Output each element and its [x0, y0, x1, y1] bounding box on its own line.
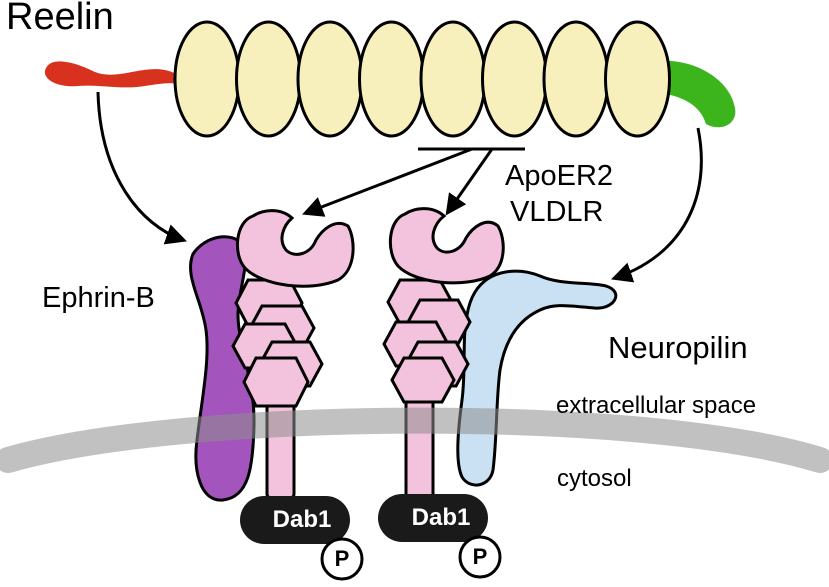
- receptor-right-hex-5: [390, 356, 456, 404]
- neuropilin-label: Neuropilin: [608, 330, 748, 365]
- arrow-reelin-to-ephrin: [96, 91, 187, 245]
- dab1-left-body: [240, 496, 350, 544]
- neuropilin-shape: [456, 269, 618, 487]
- dab1-left-label: Dab1: [272, 506, 332, 533]
- phospho-right-label: P: [472, 544, 488, 569]
- receptor-left-binding-cup: [235, 209, 355, 288]
- reelin-repeat-5: [419, 20, 487, 138]
- reelin-repeat-3: [296, 20, 364, 138]
- ephrin-b-label: Ephrin-B: [42, 282, 155, 314]
- reelin-repeat-7: [542, 20, 610, 138]
- extracellular-space-label: extracellular space: [556, 392, 757, 419]
- reelin-repeat-2: [235, 20, 302, 138]
- dab1-right-body: [378, 494, 488, 542]
- cytosol-label: cytosol: [557, 465, 632, 492]
- receptor-right-binding-cup: [388, 207, 505, 285]
- reelin-n-terminal: [44, 61, 176, 88]
- arrow-repeats-to-left-receptor: [302, 147, 473, 217]
- arrow-repeats-to-right-receptor: [445, 148, 494, 216]
- reelin-repeat-8: [604, 20, 671, 138]
- phospho-left-circle: [320, 537, 364, 581]
- phospho-right-circle: [458, 535, 502, 579]
- apoer2-label: ApoER2: [505, 160, 614, 192]
- reelin-repeat-1: [173, 20, 241, 138]
- receptor-left-hex-5: [242, 356, 310, 408]
- reelin-repeat-6: [481, 20, 548, 138]
- reelin-repeat-4: [358, 20, 425, 138]
- receptor-left: [231, 209, 355, 500]
- vldlr-label: VLDLR: [510, 196, 604, 228]
- reelin-repeats: [173, 20, 671, 138]
- cell-membrane: [0, 407, 829, 473]
- reelin-c-terminal: [650, 60, 736, 128]
- receptor-right: [382, 207, 505, 502]
- arrow-reelin-to-neuropilin: [611, 127, 703, 283]
- phospho-left-label: P: [334, 546, 350, 571]
- reelin-label: Reelin: [6, 0, 114, 38]
- dab1-right-label: Dab1: [411, 504, 471, 531]
